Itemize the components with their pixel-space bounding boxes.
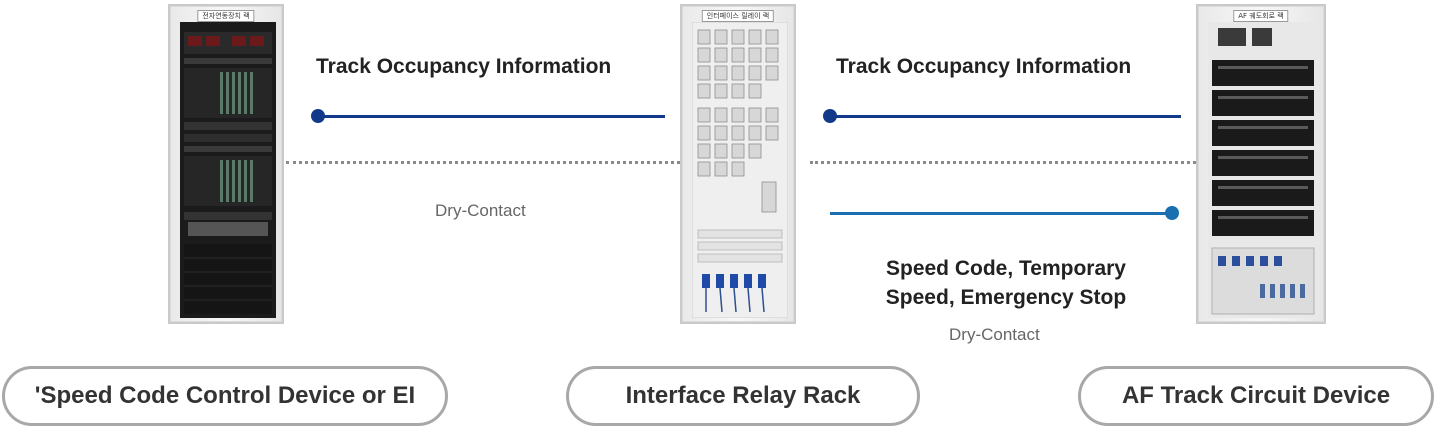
- left-track-occupancy-arrow: [318, 115, 665, 118]
- relay-rack-graphic: [692, 22, 788, 318]
- speed-code-label-line-2: Speed, Emergency Stop: [885, 286, 1127, 309]
- right-track-occupancy-label: Track Occupancy Information: [836, 55, 1132, 78]
- interface-relay-rack-label: Interface Relay Rack: [566, 366, 920, 426]
- right-track-occupancy-arrow: [830, 115, 1181, 118]
- right-dry-contact-dotted-line: [810, 161, 1196, 164]
- track-circuit-rack-graphic: [1208, 22, 1318, 318]
- speed-code-label: Speed Code, Temporary Speed, Emergency S…: [850, 254, 1162, 312]
- left-dry-contact-label: Dry-Contact: [435, 201, 526, 220]
- left-track-occupancy-label: Track Occupancy Information: [316, 55, 612, 78]
- speed-code-label-line-1: Speed Code, Temporary: [885, 257, 1126, 280]
- speed-code-control-rack-image: 전자연동장치 랙: [168, 4, 284, 324]
- af-track-circuit-device-label: AF Track Circuit Device: [1078, 366, 1434, 426]
- rack-nameplate: 전자연동장치 랙: [197, 10, 255, 22]
- speed-code-arrow: [830, 212, 1172, 215]
- interface-relay-rack-image: 인터페이스 릴레이 랙: [680, 4, 796, 324]
- dark-rack-graphic: [180, 22, 276, 318]
- speed-code-end-dot: [1165, 206, 1179, 220]
- speed-code-control-device-label: 'Speed Code Control Device or EI: [2, 366, 448, 426]
- left-dry-contact-dotted-line: [286, 161, 680, 164]
- af-track-circuit-rack-image: AF 궤도회로 랙: [1196, 4, 1326, 324]
- rack-nameplate: 인터페이스 릴레이 랙: [701, 10, 775, 22]
- rack-nameplate: AF 궤도회로 랙: [1233, 10, 1289, 22]
- right-dry-contact-label: Dry-Contact: [949, 325, 1040, 344]
